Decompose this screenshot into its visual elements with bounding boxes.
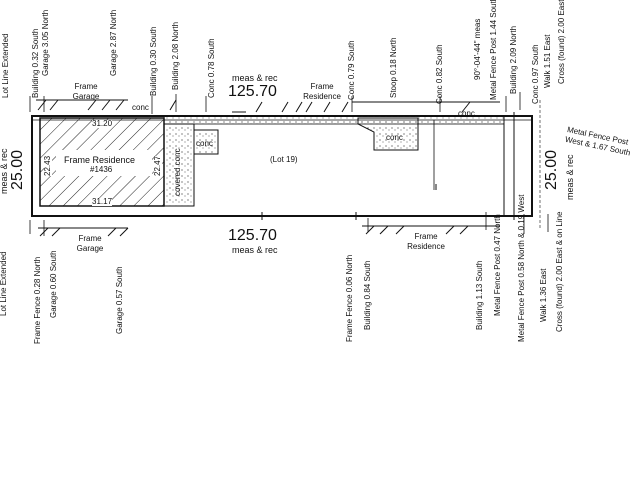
label-garage-057-south: Garage 0.57 South [115,266,124,334]
residence-dim-right: 22.47 [153,155,162,176]
conc-top-left-label: conc [132,103,149,112]
residence-label-box [56,150,152,176]
label-garage-305-north: Garage 3.05 North [41,9,50,76]
label-lot-line-ext-top: Lot Line Extended [1,33,10,99]
label-conc-079-south: Conc 0.79 South [347,40,356,100]
label-metal-fence-post-058-north: Metal Fence Post 0.58 North & 0.19 West [517,194,526,342]
top-garage-text: Frame Garage [72,82,100,101]
top-dim-note: meas & rec [232,73,278,83]
top-length-dim: 125.70 [228,83,277,100]
top-residence-text: Frame Residence [303,82,341,101]
label-building-030-south: Building 0.30 South [149,26,158,96]
label-conc-078-south: Conc 0.78 South [207,38,216,98]
left-width-dim: 25.00 [9,149,26,190]
residence-dim-bottom: 31.17 [92,197,113,206]
conc-stoop-label: conc [386,133,403,142]
residence-label: Frame Residence [64,155,136,165]
label-building-084-south: Building 0.84 South [363,260,372,330]
label-frame-fence-006-north: Frame Fence 0.06 North [345,254,354,342]
bottom-length-dim: 125.70 [228,227,277,244]
conc-step-area [193,129,219,155]
bottom-dim-note: meas & rec [232,245,278,255]
label-walk-136-east: Walk 1.36 East [539,268,548,322]
bottom-garage-label: Frame Garage [70,234,110,254]
bottom-residence-text: Frame Residence [407,232,445,251]
label-garage-287-north: Garage 2.87 North [109,9,118,76]
label-angle-meas: 90°-04'-44" meas [473,18,482,80]
label-walk-151-east: Walk 1.51 East [543,34,552,88]
top-garage-label: Frame Garage [66,82,106,102]
label-lot-line-ext-bottom: Lot Line Extended [0,251,8,317]
residence-dim-left: 22.43 [43,155,52,176]
covered-conc-label: covered conc [173,148,182,196]
conc-top-right-label: conc [458,109,475,118]
stoop-area [357,117,419,151]
top-residence-label: Frame Residence [300,82,344,102]
label-cross-found-bottom: Cross (found) 2.00 East & on Line [555,211,564,332]
residence-number: #1436 [90,165,113,174]
label-building-208-north: Building 2.08 North [171,21,180,90]
label-frame-fence-028-north: Frame Fence 0.28 North [33,256,42,344]
label-stoop-018-north: Stoop 0.18 North [389,37,398,98]
conc-step-label: conc [196,139,213,148]
right-width-dim: 25.00 [543,149,560,190]
lot-number-label: (Lot 19) [270,155,298,164]
label-building-032-south: Building 0.32 South [31,28,40,98]
bottom-residence-label: Frame Residence [404,232,448,252]
label-metal-fence-post-144-south: Metal Fence Post 1.44 South [489,0,498,100]
label-metal-fence-post-047-north: Metal Fence Post 0.47 North [493,214,502,316]
right-dim-note: meas & rec [565,154,575,200]
bottom-garage-text: Frame Garage [76,234,104,253]
label-conc-082-south: Conc 0.82 South [435,44,444,104]
residence-dim-top: 31.20 [92,119,113,128]
label-building-209-north: Building 2.09 North [509,25,518,94]
label-conc-097-south: Conc 0.97 South [531,44,540,104]
label-cross-found-top: Cross (found) 2.00 East & on Line [557,0,566,84]
conc-walk-strip [163,115,505,125]
left-dim-note: meas & rec [0,148,9,194]
label-garage-060-south: Garage 0.60 South [49,250,58,318]
label-building-113-south: Building 1.13 South [475,260,484,330]
